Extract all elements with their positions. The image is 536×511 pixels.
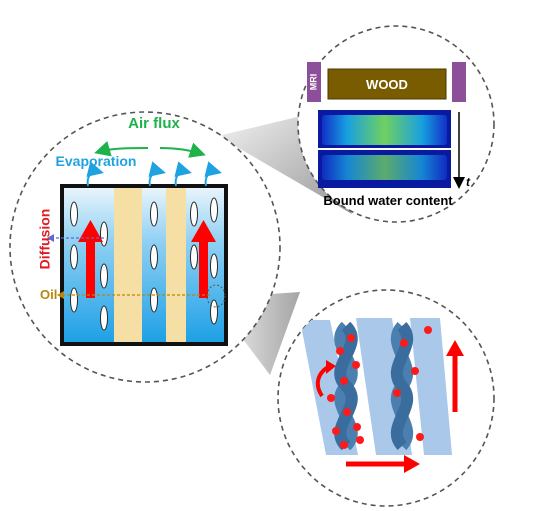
pits [70,197,218,331]
diffusion-label: Diffusion [37,209,53,270]
cellulose-strand-1b [334,321,358,451]
wood-sample-bar [327,68,447,100]
wood-section-panel: Air flux Evaporation Diffusion Oil [9,111,281,383]
bound-water-label: Bound water content [323,193,453,208]
zoom-marker [206,284,226,308]
fiber-panel [277,289,495,507]
wood-fiber-2 [166,188,186,342]
water-molecules [327,326,432,449]
cell-wall-3 [410,318,452,455]
air-flux-arrow-right [159,142,206,158]
air-flux-label: Air flux [128,115,180,132]
wood-block-frame [60,184,228,346]
time-label: t [466,175,471,189]
mri-label: MRI [308,74,318,91]
mri-profile-late [322,155,447,180]
mri-magnet-right [452,62,466,102]
mri-panel: MRI WOOD t Bound water content [297,25,495,223]
oil-label: Oil [40,287,57,302]
wood-label: WOOD [366,77,408,92]
mri-profile-early [322,115,447,145]
wood-fiber-1 [114,188,142,342]
air-flux-arrow-left [94,141,149,157]
diffusion-arrow-2 [199,240,208,298]
evaporation-arrows [86,161,222,187]
diffusion-arrow-1 [86,240,95,298]
evaporation-label: Evaporation [56,153,137,169]
mri-magnet-left [307,62,321,102]
